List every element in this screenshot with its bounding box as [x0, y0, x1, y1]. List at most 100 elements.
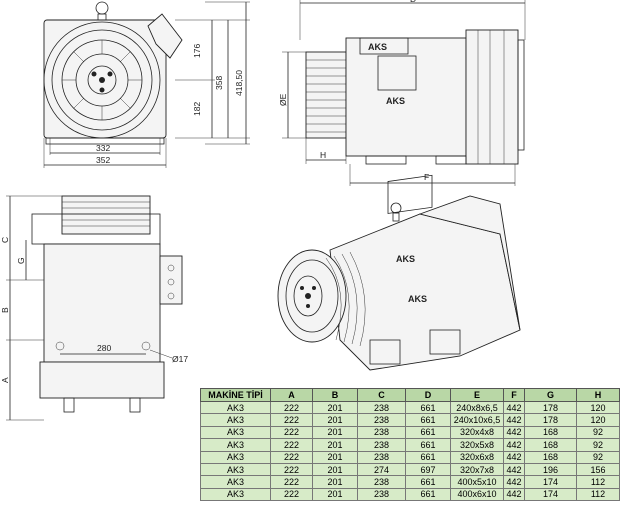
table-cell: 222 [270, 450, 313, 464]
table-cell: 442 [503, 400, 525, 415]
table-cell: 274 [357, 462, 406, 477]
header-cell: A [270, 388, 313, 402]
dim-358: 358 [214, 76, 224, 90]
table-cell: 168 [524, 450, 577, 464]
table-cell: 201 [312, 487, 358, 502]
header-cell: B [312, 388, 358, 402]
table-cell: 201 [312, 438, 358, 452]
table-cell: 661 [405, 425, 451, 440]
side-logo: AKS [368, 42, 387, 52]
table-cell: 120 [576, 413, 620, 427]
table-cell: 442 [503, 425, 525, 440]
table-cell: 112 [576, 487, 620, 502]
table-cell: 201 [312, 400, 358, 415]
table-cell: 168 [524, 438, 577, 452]
table-cell: AK3 [200, 475, 271, 489]
side-logo-2: AKS [386, 96, 405, 106]
table-cell: 400x6x10 [450, 487, 504, 502]
table-cell: 178 [524, 400, 577, 415]
label-b: B [0, 307, 10, 313]
table-cell: 661 [405, 487, 451, 502]
table-cell: 238 [357, 450, 406, 464]
iso-logo: AKS [396, 254, 415, 264]
table-cell: 174 [524, 487, 577, 502]
table-cell: 156 [576, 462, 620, 477]
table-cell: 112 [576, 475, 620, 489]
table-cell: 92 [576, 425, 620, 440]
table-cell: 120 [576, 400, 620, 415]
header-cell: E [450, 388, 504, 402]
table-cell: 222 [270, 425, 313, 440]
header-cell: MAKİNE TİPİ [200, 388, 271, 402]
table-cell: 661 [405, 413, 451, 427]
table-cell: AK3 [200, 400, 271, 415]
table-cell: 320x4x8 [450, 425, 504, 440]
table-cell: 222 [270, 400, 313, 415]
table-cell: 201 [312, 425, 358, 440]
table-cell: 320x6x8 [450, 450, 504, 464]
dim-418-50: 418,50 [234, 70, 244, 96]
table-cell: 442 [503, 487, 525, 502]
table-cell: 442 [503, 438, 525, 452]
table-cell: AK3 [200, 462, 271, 477]
table-cell: 222 [270, 487, 313, 502]
table-cell: 222 [270, 438, 313, 452]
header-cell: F [503, 388, 525, 402]
dim-352: 352 [96, 155, 110, 165]
table-cell: 697 [405, 462, 451, 477]
dim-280: 280 [97, 343, 111, 353]
table-cell: 201 [312, 475, 358, 489]
table-cell: 222 [270, 413, 313, 427]
table-cell: 238 [357, 487, 406, 502]
table-cell: AK3 [200, 438, 271, 452]
table-cell: 320x7x8 [450, 462, 504, 477]
label-f: F [424, 172, 429, 182]
table-cell: 442 [503, 475, 525, 489]
label-g: G [16, 257, 26, 264]
front-view: 176 182 358 418,50 332 352 [43, 1, 250, 168]
table-cell: 238 [357, 438, 406, 452]
table-cell: 442 [503, 413, 525, 427]
table-cell: 661 [405, 400, 451, 415]
label-a: A [0, 377, 10, 383]
label-h: H [320, 150, 326, 160]
dim-332: 332 [96, 143, 110, 153]
bottom-view: C G B A 280 Ø17 [0, 195, 188, 421]
table-cell: 240x8x6,5 [450, 400, 504, 415]
label-c: C [0, 237, 10, 243]
table-cell: 661 [405, 450, 451, 464]
table-cell: 240x10x6,5 [450, 413, 504, 427]
table-cell: 238 [357, 400, 406, 415]
table-cell: 168 [524, 425, 577, 440]
dim-176: 176 [192, 44, 202, 58]
table-cell: AK3 [200, 487, 271, 502]
table-cell: 442 [503, 462, 525, 477]
table-cell: 400x5x10 [450, 475, 504, 489]
table-cell: 238 [357, 475, 406, 489]
iso-logo-2: AKS [408, 294, 427, 304]
table-cell: 201 [312, 462, 358, 477]
table-cell: 222 [270, 462, 313, 477]
header-cell: C [357, 388, 406, 402]
label-d: D [410, 0, 416, 4]
table-cell: 92 [576, 438, 620, 452]
table-cell: 661 [405, 438, 451, 452]
table-cell: 201 [312, 450, 358, 464]
table-cell: 222 [270, 475, 313, 489]
table-cell: 661 [405, 475, 451, 489]
table-cell: AK3 [200, 450, 271, 464]
dim-hole: Ø17 [172, 354, 188, 364]
table-cell: 196 [524, 462, 577, 477]
table-cell: AK3 [200, 425, 271, 440]
table-cell: 174 [524, 475, 577, 489]
